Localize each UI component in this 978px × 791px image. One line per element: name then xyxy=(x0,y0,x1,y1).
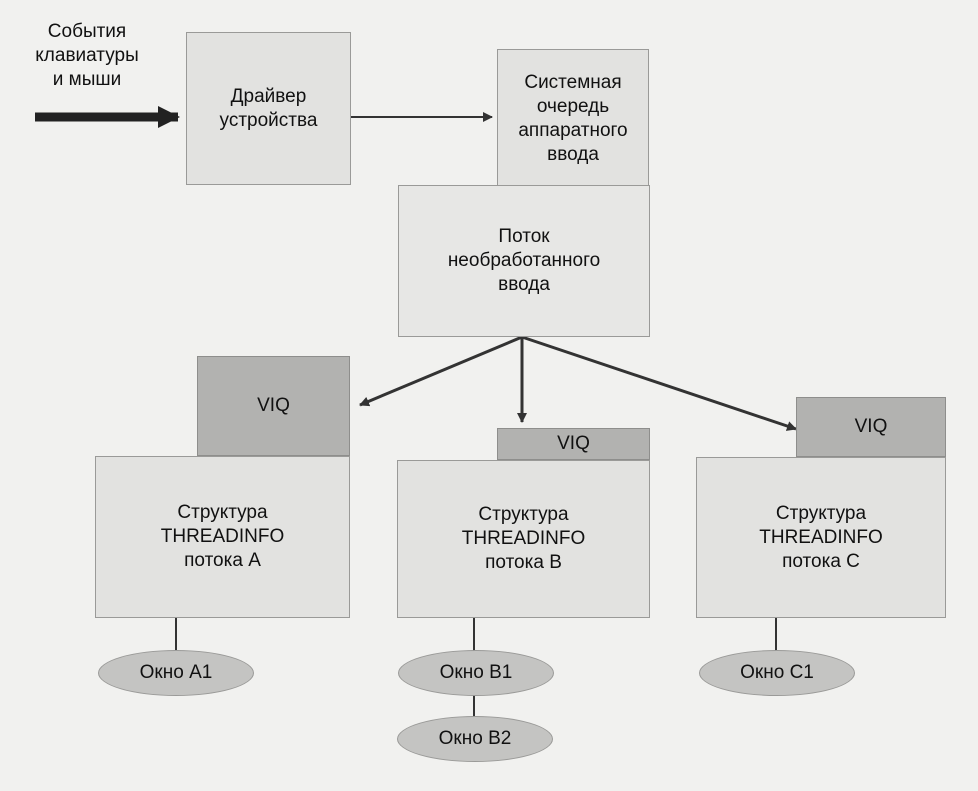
thread-c-viq-box: VIQ xyxy=(796,397,946,457)
raw-to-thread-a-arrow xyxy=(359,335,523,407)
raw-to-thread-c-arrow xyxy=(521,335,797,431)
thread-b-threadinfo-box: Структура THREADINFO потока B xyxy=(397,460,650,618)
window-a1-ellipse: Окно A1 xyxy=(98,650,254,696)
window-b1-ellipse: Окно B1 xyxy=(398,650,554,696)
device-driver-box: Драйвер устройства xyxy=(186,32,351,185)
window-b2-ellipse: Окно B2 xyxy=(397,716,553,762)
raw-input-thread-box: Поток необработанного ввода xyxy=(398,185,650,337)
system-hardware-input-queue-box: Системная очередь аппаратного ввода xyxy=(497,49,649,189)
thread-a-viq-box: VIQ xyxy=(197,356,350,456)
thread-c-threadinfo-box: Структура THREADINFO потока C xyxy=(696,457,946,618)
window-c1-ellipse: Окно C1 xyxy=(699,650,855,696)
thread-b-viq-box: VIQ xyxy=(497,428,650,460)
input-events-label: События клавиатуры и мыши xyxy=(35,21,139,90)
thread-a-threadinfo-box: Структура THREADINFO потока A xyxy=(95,456,350,618)
